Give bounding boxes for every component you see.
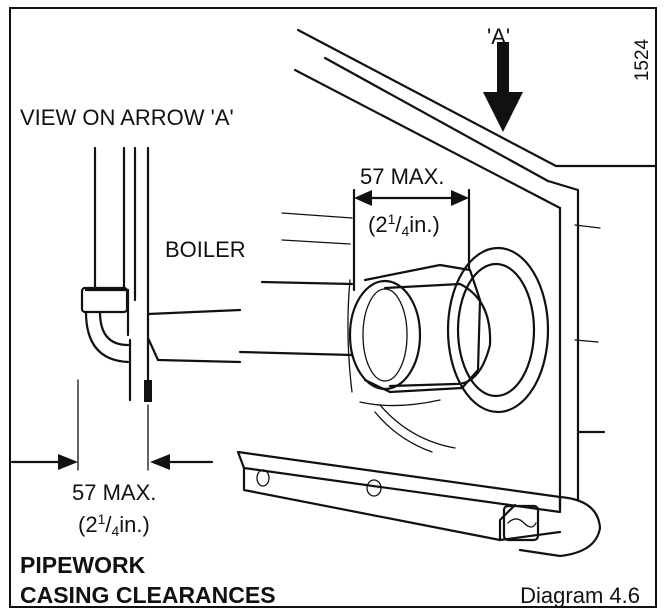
figure-code: 1524 (632, 38, 653, 81)
diagram-number: Diagram 4.6 (520, 583, 640, 608)
pipe-flange-assembly (347, 246, 550, 453)
clearance-right-imperial: (21/4in.) (368, 211, 440, 239)
pipe-support-bracket (236, 450, 602, 558)
diagram-frame (9, 7, 657, 608)
arrow-a-label: 'A' (487, 24, 510, 49)
view-arrow-a (483, 42, 523, 132)
caption-line-2: CASING CLEARANCES (20, 582, 276, 608)
clearance-dimension-left (10, 379, 214, 471)
boiler-casing (293, 28, 658, 510)
caption-line-1: PIPEWORK (20, 552, 146, 578)
side-view-pipework (80, 146, 242, 402)
view-on-arrow-label: VIEW ON ARROW 'A' (20, 105, 234, 130)
clearance-left-imperial: (21/4in.) (78, 511, 150, 539)
pipe-lines (238, 212, 354, 357)
clearance-right-value: 57 MAX. (360, 164, 444, 189)
clearance-dimension-right (352, 188, 471, 292)
boiler-label: BOILER (165, 237, 246, 262)
clearance-left-value: 57 MAX. (72, 480, 156, 505)
